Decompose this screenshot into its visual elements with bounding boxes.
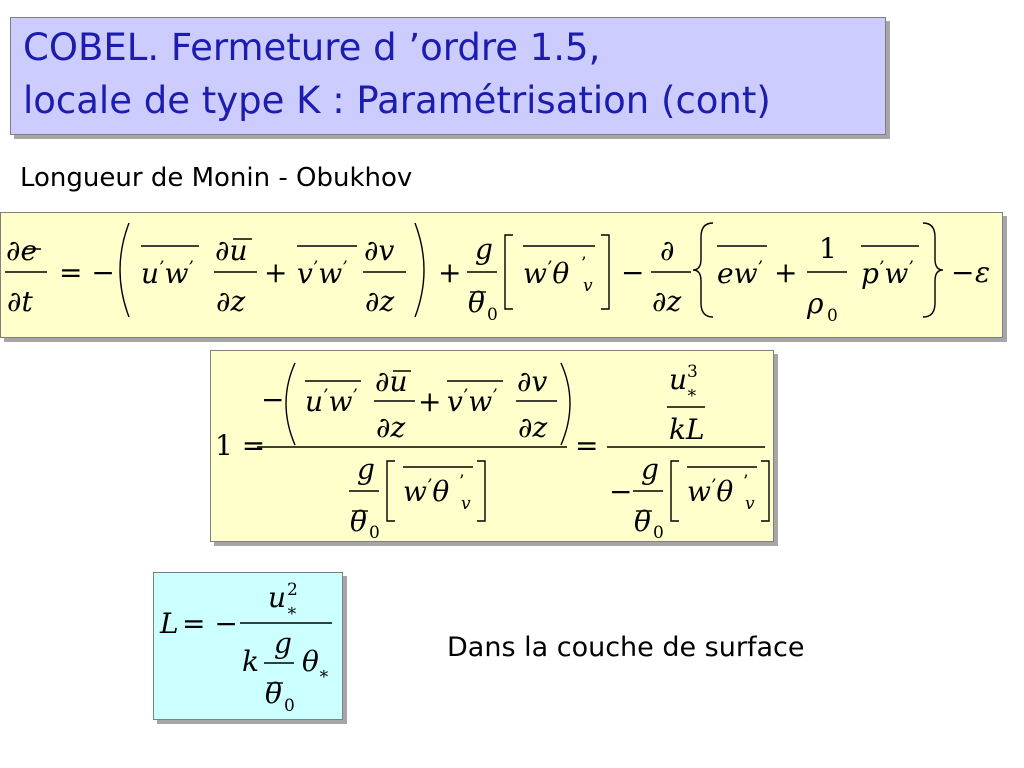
svg-text:3: 3 (687, 362, 698, 382)
slide-title-line-2: locale de type K : Paramétrisation (cont… (23, 79, 771, 122)
svg-text:θ: θ (302, 645, 319, 678)
svg-text:v: v (583, 276, 593, 296)
svg-text:∂v: ∂v (517, 365, 547, 398)
svg-text:0: 0 (369, 523, 380, 543)
svg-text:∗: ∗ (318, 664, 330, 684)
svg-text:w’θ: w’θ (523, 257, 569, 290)
svg-text:θ: θ (350, 505, 367, 538)
svg-text:w’θ: w’θ (687, 475, 733, 508)
svg-text:ew’: ew’ (717, 257, 763, 290)
svg-text:u’w’: u’w’ (141, 257, 194, 290)
svg-text:−: − (621, 256, 644, 289)
svg-text:−: − (951, 256, 974, 289)
svg-text:−: − (609, 475, 632, 508)
svg-text:θ: θ (634, 505, 651, 538)
svg-text:’: ’ (581, 254, 586, 274)
svg-text:g: g (641, 453, 659, 486)
svg-text:2: 2 (287, 580, 298, 600)
svg-text:0: 0 (653, 523, 664, 543)
monin-obukhov-length-equation: L = − u 2 ∗ k g θ 0 θ ∗ (153, 572, 343, 720)
svg-text:ρ: ρ (806, 287, 824, 320)
svg-text:u’w’: u’w’ (305, 385, 358, 418)
svg-text:∂: ∂ (660, 234, 674, 267)
svg-text:p’w’: p’w’ (861, 257, 914, 290)
svg-text:g: g (475, 233, 493, 266)
svg-text:∗: ∗ (686, 383, 698, 403)
svg-text:ε: ε (975, 256, 990, 289)
svg-text:θ: θ (468, 286, 485, 319)
svg-text:∂t: ∂t (7, 285, 33, 318)
svg-text:g: g (357, 453, 375, 486)
flux-ratio-formula: 1 = − u’w’ ∂u ∂z + v’w’ ∂v ∂z g θ 0 w’θ … (215, 362, 770, 543)
svg-text:k: k (242, 645, 259, 678)
tke-budget-formula: ∂e ∂t = − u’w’ ∂u ∂z + v’w’ ∂v ∂z + g θ … (5, 222, 990, 326)
svg-text:v: v (461, 494, 471, 514)
surface-layer-note: Dans la couche de surface (447, 632, 805, 663)
svg-text:’: ’ (459, 472, 464, 492)
svg-text:∗: ∗ (286, 601, 298, 621)
flux-ratio-equation: 1 = − u’w’ ∂u ∂z + v’w’ ∂v ∂z g θ 0 w’θ … (210, 350, 774, 543)
monin-obukhov-formula: L = − u 2 ∗ k g θ 0 θ ∗ (159, 580, 332, 716)
section-subtitle: Longueur de Monin - Obukhov (20, 163, 413, 193)
svg-text:0: 0 (487, 305, 498, 325)
svg-text:v: v (745, 494, 755, 514)
svg-text:∂z: ∂z (216, 285, 245, 318)
svg-text:u: u (669, 363, 687, 396)
svg-text:v’w’: v’w’ (447, 385, 498, 418)
svg-text:∂z: ∂z (376, 411, 405, 444)
svg-text:= −: = − (59, 256, 115, 289)
svg-text:+: + (774, 256, 797, 289)
slide-title-box: COBEL. Fermeture d ’ordre 1.5, locale de… (10, 17, 886, 135)
svg-text:+: + (438, 256, 461, 289)
svg-text:∂z: ∂z (652, 285, 681, 318)
svg-text:= −: = − (182, 607, 238, 640)
svg-text:w’θ: w’θ (403, 475, 449, 508)
svg-text:L: L (159, 607, 179, 640)
svg-text:∂z: ∂z (518, 411, 547, 444)
svg-text:kL: kL (669, 413, 705, 446)
svg-text:1 =: 1 = (215, 429, 265, 462)
tke-budget-equation: ∂e ∂t = − u’w’ ∂u ∂z + v’w’ ∂v ∂z + g θ … (0, 212, 1003, 338)
svg-text:=: = (575, 429, 598, 462)
svg-text:+: + (418, 385, 441, 418)
svg-text:∂z: ∂z (365, 285, 394, 318)
svg-text:’: ’ (743, 472, 748, 492)
svg-text:u: u (268, 581, 286, 614)
svg-text:0: 0 (827, 306, 838, 326)
svg-text:∂e: ∂e (6, 234, 37, 267)
svg-text:0: 0 (284, 696, 295, 716)
svg-text:∂v: ∂v (364, 234, 394, 267)
svg-text:1: 1 (819, 232, 837, 265)
svg-text:g: g (274, 627, 292, 660)
svg-text:+: + (264, 256, 287, 289)
slide-title-line-1: COBEL. Fermeture d ’ordre 1.5, (23, 26, 601, 69)
svg-text:θ: θ (265, 677, 282, 710)
svg-text:v’w’: v’w’ (297, 257, 348, 290)
svg-text:−: − (261, 383, 284, 416)
svg-text:∂u: ∂u (375, 365, 408, 398)
